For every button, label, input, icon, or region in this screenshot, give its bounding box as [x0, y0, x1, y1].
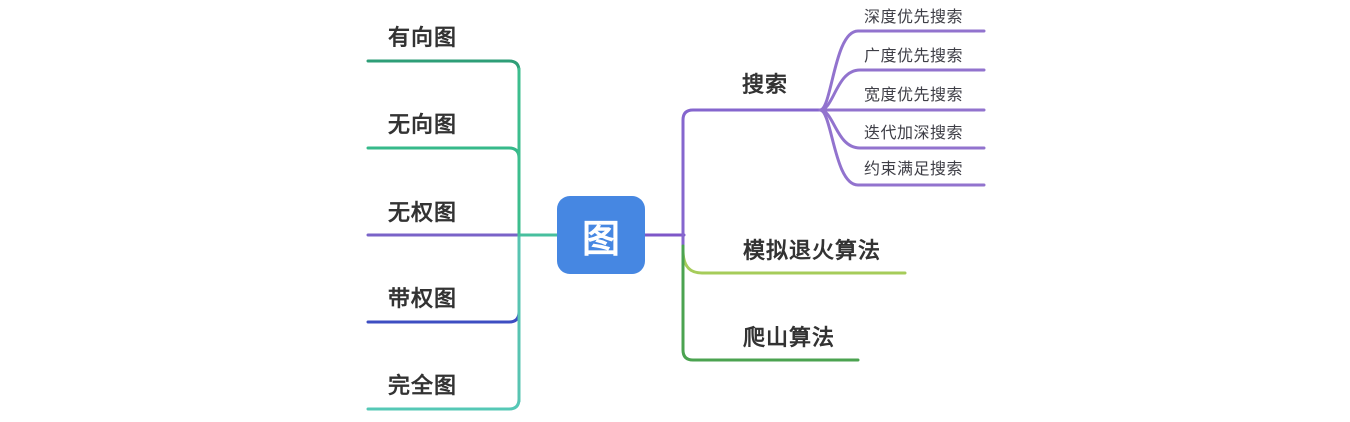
root-node-graph[interactable]: 图: [557, 196, 645, 274]
node-search[interactable]: 搜索: [742, 72, 789, 97]
branch-line-sousuo: [681, 108, 822, 254]
branch-line-daiquantu: [366, 310, 521, 324]
node-constraint-satisfaction-search[interactable]: 约束满足搜索: [864, 161, 964, 178]
node-hill-climbing[interactable]: 爬山算法: [743, 325, 836, 350]
node-width-first-search[interactable]: 宽度优先搜索: [864, 87, 964, 104]
node-undirected-graph[interactable]: 无向图: [388, 112, 458, 137]
branch-line-pashan: [681, 244, 860, 362]
branch-line-wanquantu: [366, 397, 521, 411]
branch-line-shendu: [818, 29, 986, 112]
node-simulated-annealing[interactable]: 模拟退火算法: [743, 238, 882, 263]
node-unweighted-graph[interactable]: 无权图: [388, 200, 458, 225]
branch-line-youxiangtu: [366, 59, 521, 73]
node-breadth-first-search[interactable]: 广度优先搜索: [864, 48, 964, 65]
node-iterative-deepening-search[interactable]: 迭代加深搜索: [864, 125, 964, 142]
branch-line-yueshu: [818, 108, 986, 187]
node-weighted-graph[interactable]: 带权图: [388, 286, 458, 311]
node-depth-first-search[interactable]: 深度优先搜索: [864, 9, 964, 26]
node-complete-graph[interactable]: 完全图: [388, 373, 458, 398]
node-directed-graph[interactable]: 有向图: [388, 25, 458, 50]
branch-line-wuxiangtu: [366, 146, 521, 160]
